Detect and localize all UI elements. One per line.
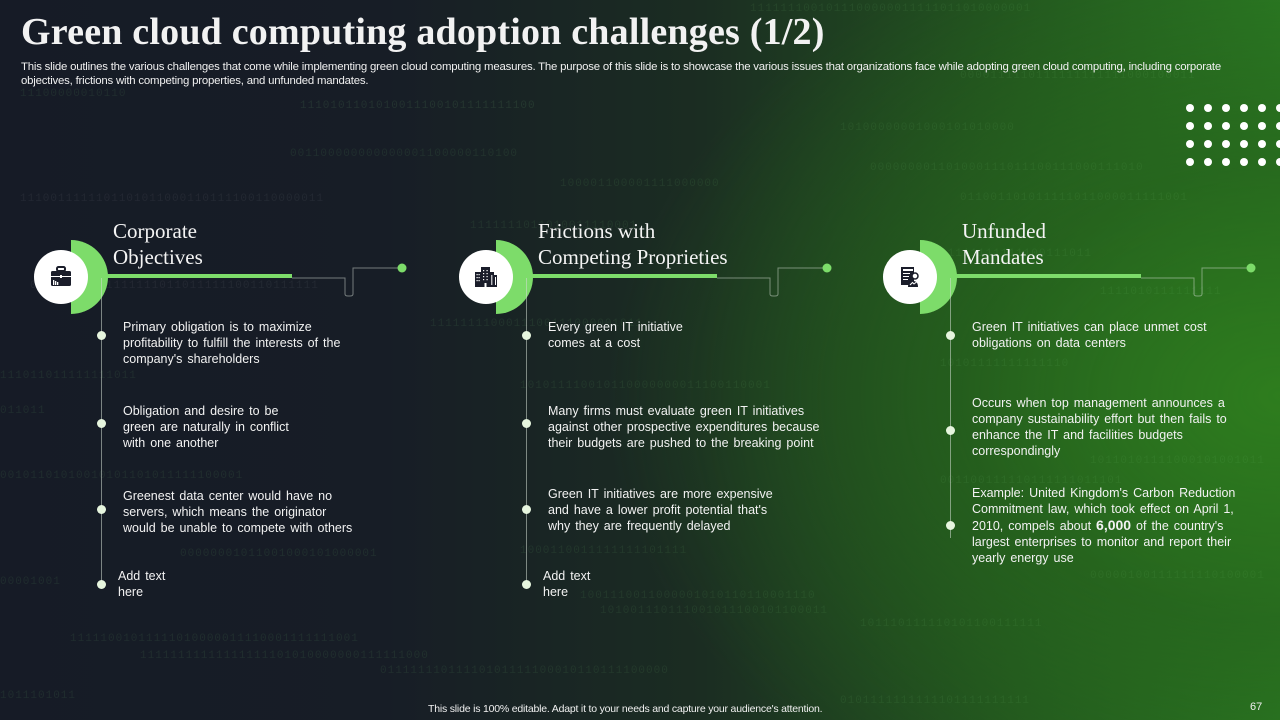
bullet-dot — [522, 331, 531, 340]
column-title: Unfunded Mandates — [962, 219, 1046, 269]
circuit-connector — [292, 263, 407, 297]
bullet-dot — [946, 331, 955, 340]
office-building-icon — [475, 267, 497, 287]
icon-badge — [34, 250, 88, 304]
bullet-dot — [522, 419, 531, 428]
bullet-text: Primary obligation is to maximize profit… — [123, 320, 341, 366]
circuit-connector — [717, 263, 832, 297]
bullet-text: Obligation and desire to be green are na… — [123, 404, 289, 450]
slide-title: Green cloud computing adoption challenge… — [21, 11, 825, 53]
slide-subtitle: This slide outlines the various challeng… — [21, 61, 1222, 87]
bullet-dot — [97, 331, 106, 340]
column-frictions-competing-proprieties: Frictions with Competing Proprieties Eve… — [459, 218, 859, 618]
bullet-text: Occurs when top management announces a c… — [972, 396, 1227, 458]
column-title: Frictions with Competing Proprieties — [538, 219, 728, 269]
bullet-dot — [946, 426, 955, 435]
bullet-text: Green IT initiatives can place unmet cos… — [972, 320, 1207, 350]
circuit-connector — [1141, 263, 1256, 297]
briefcase-icon — [51, 266, 71, 286]
column-unfunded-mandates: Unfunded Mandates Green IT initiatives c… — [883, 218, 1280, 618]
bullet-text: Greenest data center would have no serve… — [123, 489, 353, 535]
decorative-dot-grid — [1186, 104, 1280, 166]
footer-note: This slide is 100% editable. Adapt it to… — [428, 703, 823, 715]
bullet-text-placeholder[interactable]: Add text here — [118, 569, 166, 599]
bullet-dot — [522, 580, 531, 589]
bullet-text: Many firms must evaluate green IT initia… — [548, 404, 820, 450]
bullet-dot — [946, 521, 955, 530]
page-number: 67 — [1250, 701, 1263, 713]
bullet-text-example: Example: United Kingdom's Carbon Reducti… — [972, 486, 1236, 565]
icon-badge — [459, 250, 513, 304]
timeline-line — [526, 278, 527, 588]
column-title: Corporate Objectives — [113, 219, 203, 269]
bullet-text: Every green IT initiative comes at a cos… — [548, 320, 683, 350]
column-corporate-objectives: Corporate Objectives Primary obligation … — [34, 218, 434, 618]
bullet-dot — [522, 505, 531, 514]
icon-badge — [883, 250, 937, 304]
title-underline-bar — [529, 274, 717, 278]
bullet-text-placeholder[interactable]: Add text here — [543, 569, 591, 599]
title-underline-bar — [104, 274, 292, 278]
mandate-document-icon — [901, 267, 919, 287]
bullet-dot — [97, 580, 106, 589]
timeline-line — [950, 278, 951, 538]
title-underline-bar — [953, 274, 1141, 278]
bullet-dot — [97, 505, 106, 514]
bullet-text: Green IT initiatives are more expensive … — [548, 487, 773, 533]
bullet-dot — [97, 419, 106, 428]
timeline-line — [101, 278, 102, 588]
highlight-number: 6,000 — [1096, 517, 1132, 533]
